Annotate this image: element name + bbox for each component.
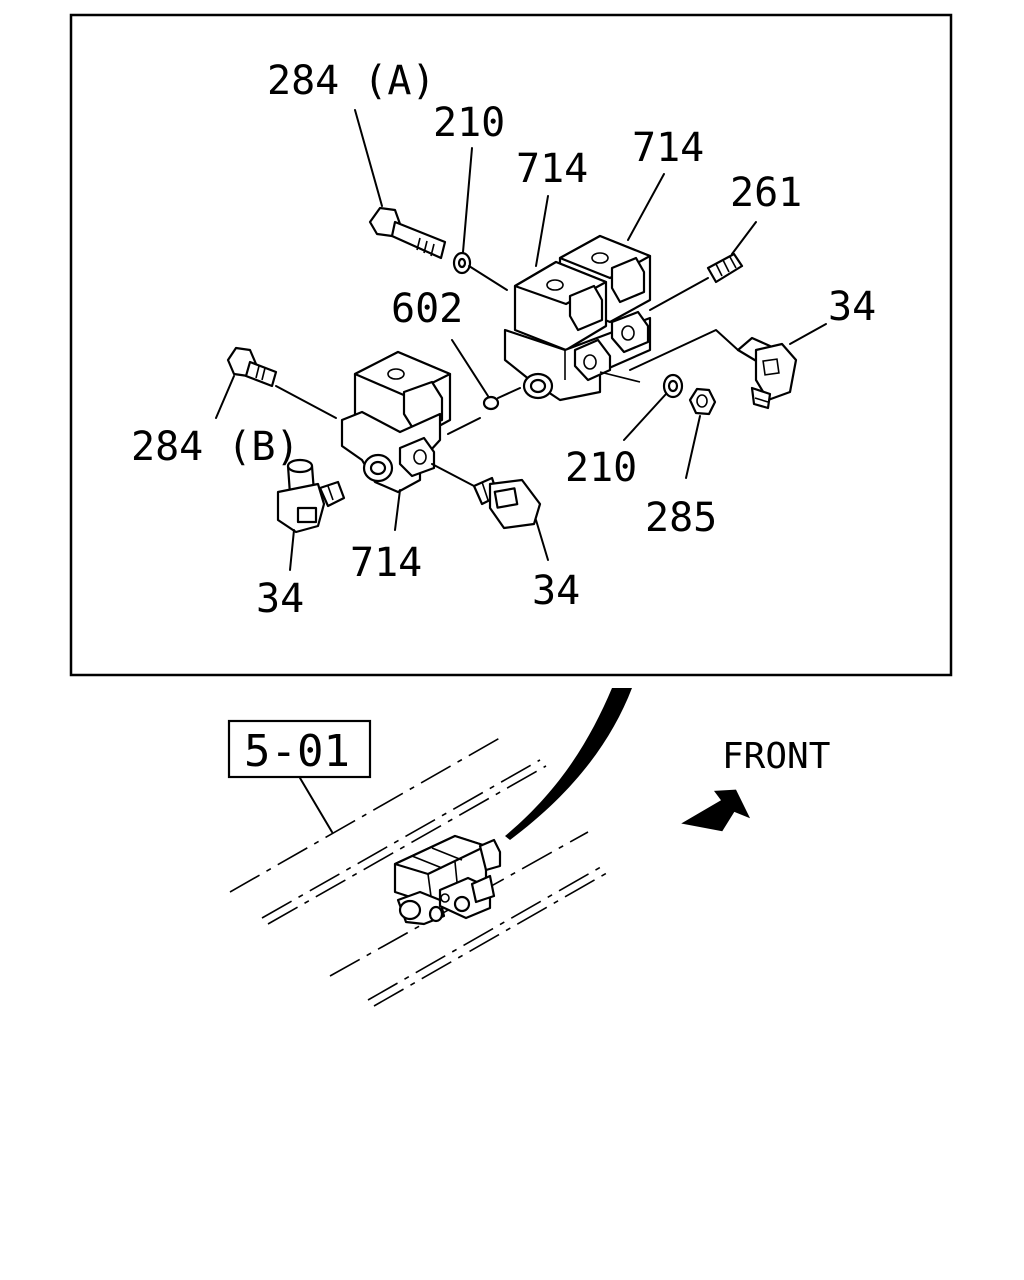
fitting-left-icon (276, 458, 346, 534)
label-valve-right: 714 (632, 125, 704, 171)
washer-top-icon (452, 251, 472, 275)
leader-lines (215, 109, 827, 571)
fitting-bottom-icon (472, 476, 542, 530)
label-plug: 261 (730, 170, 802, 216)
label-valve-center: 714 (516, 146, 588, 192)
oring-icon (482, 395, 500, 411)
washer-bottom-icon (662, 373, 684, 399)
bolt-a-icon (368, 206, 447, 260)
section-ref-label: 5-01 (244, 726, 350, 777)
front-label: FRONT (722, 736, 830, 777)
bolt-b-icon (226, 346, 278, 388)
label-valve-lower: 714 (350, 540, 422, 586)
label-bolt-a: 284 (A) (267, 58, 436, 104)
label-washer-top: 210 (433, 100, 505, 146)
label-nut: 285 (645, 495, 717, 541)
nut-icon (688, 387, 717, 416)
plug-icon (706, 252, 744, 284)
label-fitting-bottom: 34 (532, 568, 580, 614)
detail-frame (69, 13, 953, 677)
section-ref-leader (299, 777, 333, 833)
section-ref-box (227, 719, 372, 779)
valve-lower-icon (340, 350, 452, 494)
label-fitting-right: 34 (828, 284, 876, 330)
fitting-right-icon (736, 336, 798, 410)
callout-curve (505, 688, 632, 840)
label-fitting-left: 34 (256, 576, 304, 622)
front-arrow-icon (681, 789, 751, 832)
locator-valve-icon (393, 834, 502, 926)
label-bolt-b: 284 (B) (131, 424, 300, 470)
valve-upper-icon (503, 234, 652, 402)
frame-rails (229, 734, 613, 1007)
label-washer-bottom: 210 (565, 445, 637, 491)
label-oring: 602 (391, 286, 463, 332)
